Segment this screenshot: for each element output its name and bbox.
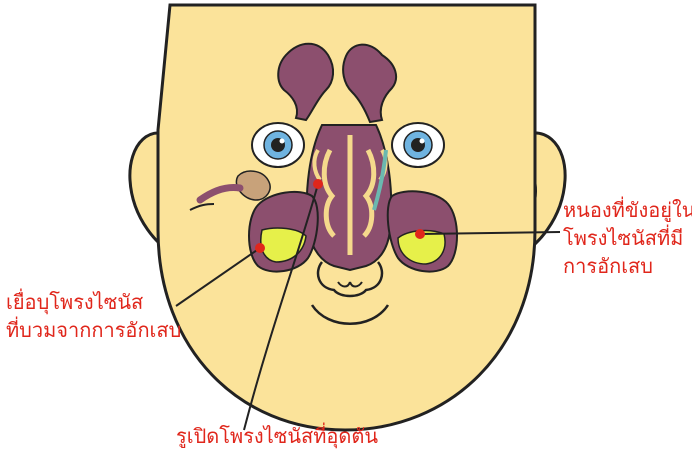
label-left-line-2: ที่บวมจากการอักเสบ	[6, 316, 181, 344]
label-blocked-ostium: รูเปิดโพรงไซนัสที่อุดตัน	[176, 422, 378, 450]
label-pus-in-sinus: หนองที่ขังอยู่ใน โพรงไซนัสที่มี การอักเส…	[563, 196, 692, 280]
label-swollen-mucosa: เยื่อบุโพรงไซนัส ที่บวมจากการอักเสบ	[6, 288, 181, 344]
label-right-line-1: หนองที่ขังอยู่ใน	[563, 196, 692, 224]
marker-mucosa	[255, 243, 265, 253]
marker-pus	[415, 229, 425, 239]
label-left-line-1: เยื่อบุโพรงไซนัส	[6, 288, 181, 316]
marker-ostium	[313, 179, 323, 189]
label-bottom-line-1: รูเปิดโพรงไซนัสที่อุดตัน	[176, 422, 378, 450]
left-eye	[252, 123, 304, 167]
label-right-line-3: การอักเสบ	[563, 252, 692, 280]
right-eye	[392, 123, 444, 167]
label-right-line-2: โพรงไซนัสที่มี	[563, 224, 692, 252]
